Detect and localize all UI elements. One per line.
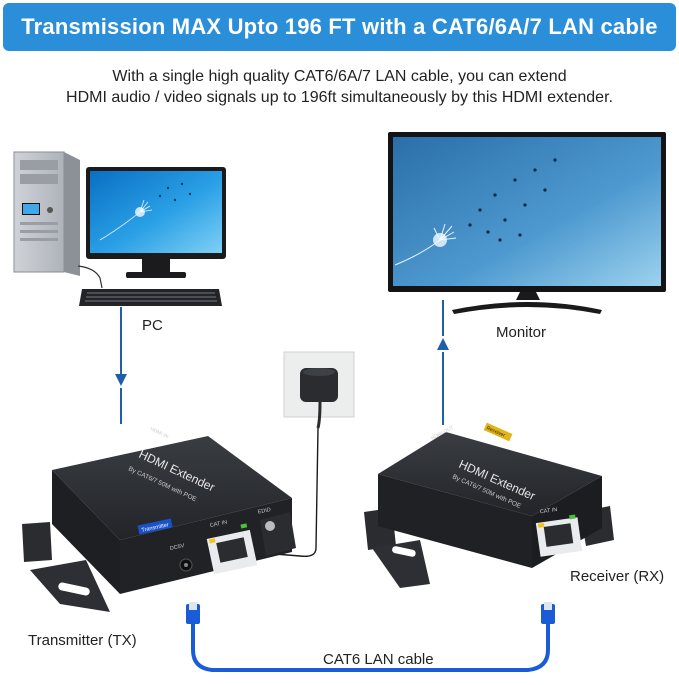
pc-monitor (86, 167, 226, 278)
description-line-1: With a single high quality CAT6/6A/7 LAN… (112, 68, 567, 85)
power-cable (261, 427, 319, 558)
title-banner: Transmission MAX Upto 196 FT with a CAT6… (3, 3, 676, 51)
pc-tower (13, 151, 80, 276)
receiver-device: HDMI Extender By CAT6/7 50M with POE HDM… (364, 422, 614, 588)
tx-port-dc-label: DC5V (169, 543, 185, 552)
tx-port-edid-label: EDID (257, 507, 271, 516)
cable-label: CAT6 LAN cable (323, 651, 434, 668)
pc-label: PC (142, 317, 163, 334)
lan-cable (186, 602, 555, 672)
power-adapter (283, 351, 355, 429)
tv-monitor (388, 132, 666, 314)
keyboard (79, 289, 222, 306)
rx-badge: Receiver (483, 422, 513, 442)
monitor-label: Monitor (496, 324, 547, 341)
pc-to-tx-arrow (115, 307, 127, 424)
tx-port-hdmi-label: HDMI IN (149, 426, 169, 440)
description: With a single high quality CAT6/6A/7 LAN… (0, 66, 679, 108)
tx-badge: Transmitter (137, 518, 173, 535)
svg-text:Transmitter: Transmitter (141, 522, 169, 534)
rx-to-monitor-arrow (437, 300, 449, 425)
tx-port-cat-label: CAT IN (209, 520, 227, 530)
transmitter-device: HDMI Extender By CAT6/7 50M with POE HDM… (22, 426, 296, 612)
description-line-2: HDMI audio / video signals up to 196ft s… (66, 89, 613, 106)
transmitter-label: Transmitter (TX) (28, 632, 137, 649)
rx-port-cat-label: CAT IN (540, 507, 558, 515)
banner-title: Transmission MAX Upto 196 FT with a CAT6… (21, 14, 658, 39)
receiver-label: Receiver (RX) (570, 568, 665, 585)
